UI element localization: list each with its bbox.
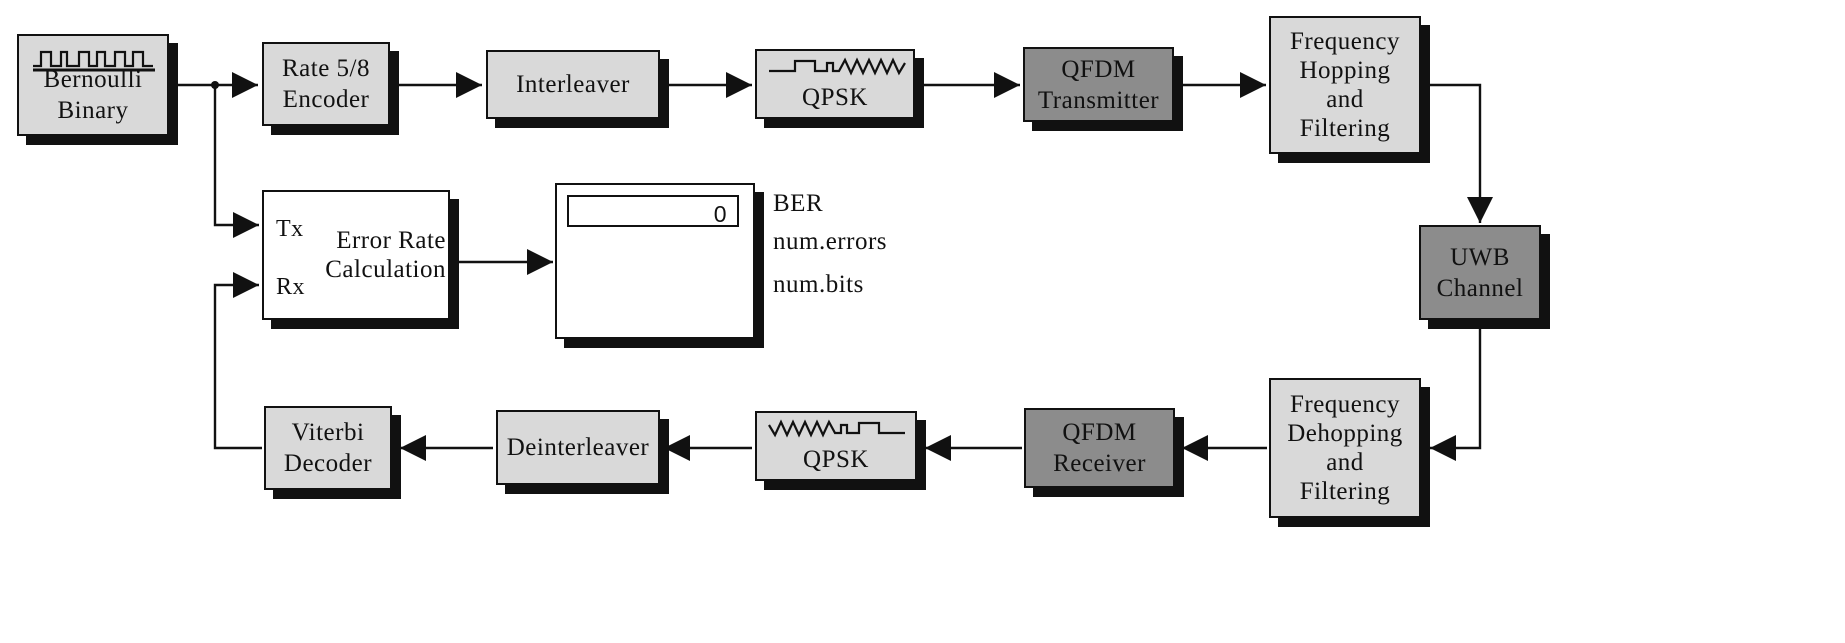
qpsk-demodulator-block[interactable]: QPSK bbox=[755, 411, 917, 481]
fdh-label-3: and bbox=[1326, 449, 1364, 476]
qfdm-receiver-block[interactable]: QFDM Receiver bbox=[1024, 408, 1175, 488]
encoder-label-2: Encoder bbox=[282, 86, 370, 113]
branch-point bbox=[211, 81, 219, 89]
frequency-dehopping-block[interactable]: Frequency Dehopping and Filtering bbox=[1269, 378, 1421, 518]
deinterleaver-block[interactable]: Deinterleaver bbox=[496, 410, 660, 485]
rx-port-label: Rx bbox=[276, 274, 306, 300]
uwb-channel-block[interactable]: UWB Channel bbox=[1419, 225, 1541, 320]
wire-viterbi-rx bbox=[213, 272, 262, 450]
qpsk-mod-label: QPSK bbox=[802, 84, 868, 111]
fh-label-2: Hopping bbox=[1299, 57, 1391, 84]
display-value-field: 0 bbox=[567, 195, 739, 227]
wire-uwb-fdh bbox=[1430, 320, 1482, 461]
interleaver-label: Interleaver bbox=[516, 71, 630, 98]
frequency-hopping-block[interactable]: Frequency Hopping and Filtering bbox=[1269, 16, 1421, 154]
error-rate-calculation-block[interactable]: Tx Rx Error Rate Calculation bbox=[262, 190, 450, 320]
uwb-label-1: UWB bbox=[1450, 243, 1510, 271]
wire-branch-tx bbox=[213, 85, 259, 238]
error-rate-title: Error Rate Calculation bbox=[325, 226, 446, 284]
viterbi-label-2: Decoder bbox=[283, 450, 373, 477]
qpsk-waveform-icon bbox=[769, 57, 906, 76]
qfdm-transmitter-block[interactable]: QFDM Transmitter bbox=[1023, 47, 1174, 122]
display-block[interactable]: 0 bbox=[555, 183, 755, 339]
qfdm-tx-label-1: QFDM bbox=[1061, 55, 1136, 83]
qfdm-rx-label-1: QFDM bbox=[1062, 419, 1137, 446]
encoder-label-1: Rate 5/8 bbox=[281, 55, 370, 82]
error-rate-label-2: Calculation bbox=[325, 256, 446, 283]
output-label-ber: BER bbox=[773, 190, 824, 217]
fdh-label-2: Dehopping bbox=[1287, 420, 1403, 447]
output-label-num-bits: num.bits bbox=[773, 271, 864, 298]
pulse-train-icon bbox=[33, 50, 155, 72]
fdh-label-4: Filtering bbox=[1299, 478, 1391, 505]
uwb-label-2: Channel bbox=[1436, 274, 1524, 302]
viterbi-decoder-block[interactable]: Viterbi Decoder bbox=[264, 406, 392, 490]
viterbi-label-1: Viterbi bbox=[291, 419, 365, 446]
error-rate-label-1: Error Rate bbox=[336, 227, 446, 254]
fh-label-4: Filtering bbox=[1299, 115, 1391, 142]
qpsk-modulator-block[interactable]: QPSK bbox=[755, 49, 915, 119]
output-label-num-errors: num.errors bbox=[773, 228, 887, 255]
qfdm-rx-label-2: Receiver bbox=[1053, 450, 1146, 477]
bernoulli-label-2: Binary bbox=[57, 97, 129, 124]
fh-label-1: Frequency bbox=[1289, 28, 1401, 55]
qpsk-demod-label: QPSK bbox=[803, 446, 869, 473]
fh-label-3: and bbox=[1326, 86, 1364, 113]
bernoulli-binary-block[interactable]: Bernoulli Binary bbox=[17, 34, 169, 136]
encoder-block[interactable]: Rate 5/8 Encoder bbox=[262, 42, 390, 126]
deinterleaver-label: Deinterleaver bbox=[506, 434, 650, 461]
interleaver-block[interactable]: Interleaver bbox=[486, 50, 660, 119]
qfdm-tx-label-2: Transmitter bbox=[1037, 86, 1160, 114]
qpsk-waveform-icon bbox=[768, 419, 905, 438]
fdh-label-1: Frequency bbox=[1289, 391, 1401, 418]
wire-fh-uwb bbox=[1423, 83, 1493, 223]
tx-port-label: Tx bbox=[276, 216, 304, 242]
